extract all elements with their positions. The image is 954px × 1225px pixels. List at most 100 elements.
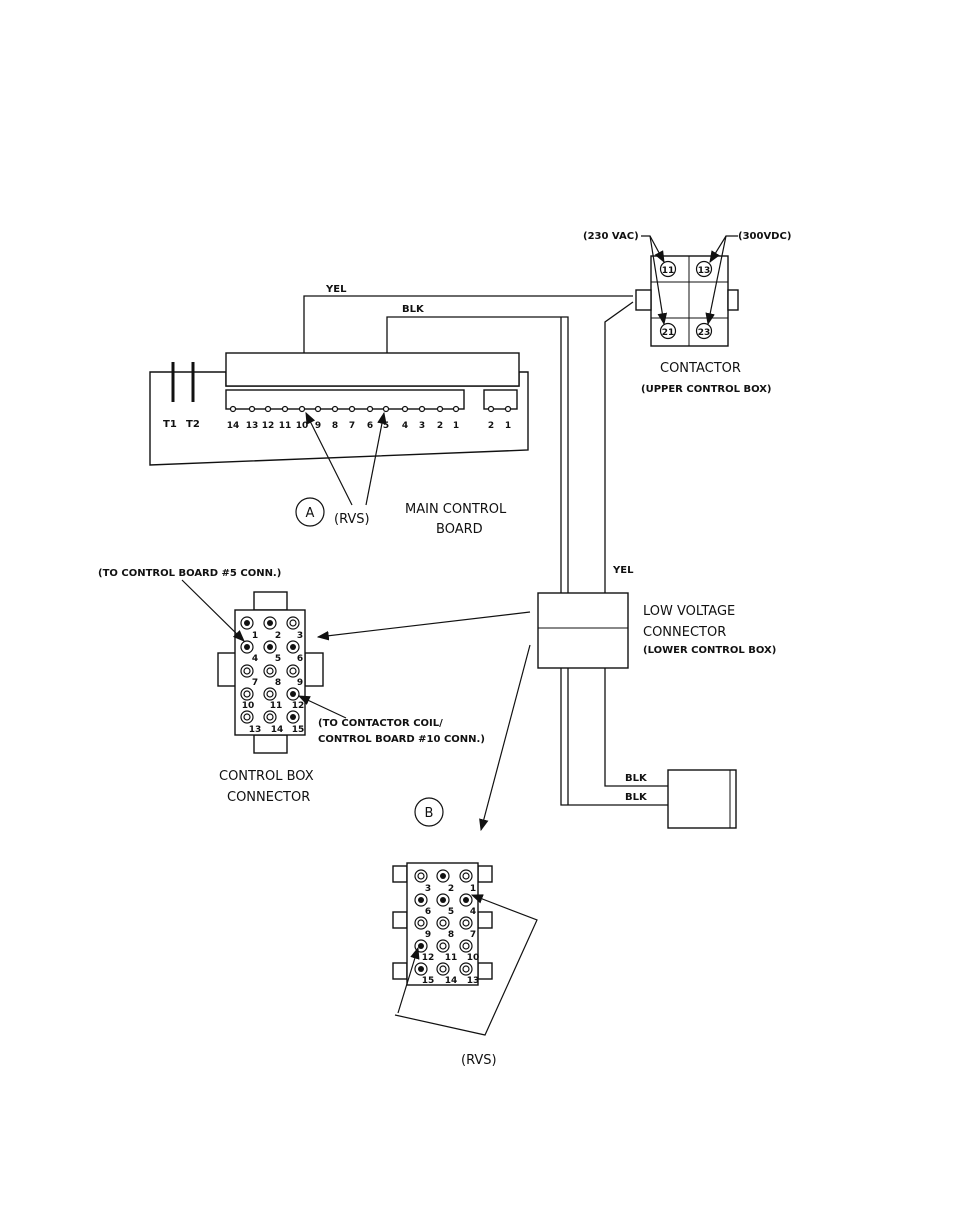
svg-text:10: 10 (467, 953, 480, 963)
svg-text:10: 10 (296, 421, 309, 431)
contactor-title: CONTACTOR (660, 361, 741, 376)
svg-text:10: 10 (242, 701, 255, 711)
svg-text:7: 7 (349, 421, 355, 431)
cb-pin-labels: 1 2 3 4 5 6 7 8 9 10 11 12 13 14 15 (242, 631, 305, 735)
control-box-title-2: CONNECTOR (227, 790, 310, 805)
svg-text:11: 11 (445, 953, 458, 963)
wire-label-blk-top: BLK (402, 304, 425, 315)
b-pin-labels: 3 2 1 6 5 4 9 8 7 12 11 10 15 14 13 (422, 884, 480, 986)
svg-text:2: 2 (437, 421, 443, 431)
cb-pins (240, 616, 300, 724)
svg-text:13: 13 (249, 725, 262, 735)
svg-text:12: 12 (262, 421, 275, 431)
contactor-right-tab (727, 289, 739, 311)
note-contactor-coil-2: CONTROL BOARD #10 CONN.) (318, 734, 485, 745)
b-pins (414, 869, 473, 976)
svg-text:1: 1 (453, 421, 459, 431)
board-pin-dots (229, 405, 512, 413)
svg-text:11: 11 (662, 266, 675, 276)
svg-text:7: 7 (252, 678, 258, 688)
svg-text:2: 2 (488, 421, 494, 431)
svg-text:8: 8 (275, 678, 281, 688)
contactor: 11 13 21 23 (635, 235, 739, 347)
wire-harness (303, 295, 668, 806)
svg-text:3: 3 (297, 631, 303, 641)
svg-text:3: 3 (425, 884, 431, 894)
svg-text:2: 2 (275, 631, 281, 641)
svg-text:6: 6 (367, 421, 373, 431)
note-contactor-coil-1: (TO CONTACTOR COIL/ (318, 718, 443, 729)
lv-title-2: CONNECTOR (643, 625, 726, 640)
svg-text:15: 15 (422, 976, 435, 986)
wire-blk-2 (560, 668, 668, 806)
contactor-terminal-23: 23 (695, 322, 713, 340)
svg-text:23: 23 (698, 328, 711, 338)
svg-text:6: 6 (425, 907, 431, 917)
connector-b: 3 2 1 6 5 4 9 8 7 12 11 10 15 14 13 (392, 862, 493, 986)
svg-text:6: 6 (297, 654, 303, 664)
svg-text:3: 3 (419, 421, 425, 431)
svg-text:12: 12 (422, 953, 435, 963)
svg-text:5: 5 (383, 421, 389, 431)
wire-label-blk-1: BLK (625, 773, 648, 784)
wire-yel-top (303, 295, 633, 353)
contactor-subtitle: (UPPER CONTROL BOX) (641, 384, 772, 395)
svg-text:9: 9 (315, 421, 321, 431)
svg-text:1: 1 (470, 884, 476, 894)
svg-text:8: 8 (332, 421, 338, 431)
label-230-vac: (230 VAC) (583, 231, 639, 242)
wire-blk-1 (604, 668, 668, 787)
rvs-label-a: (RVS) (334, 512, 370, 527)
contactor-terminal-21: 21 (659, 322, 677, 340)
control-box-title-1: CONTROL BOX (219, 769, 314, 784)
lv-title-1: LOW VOLTAGE (643, 604, 735, 619)
wire-blk-top (386, 316, 569, 593)
svg-text:13: 13 (467, 976, 480, 986)
board-top-connector (225, 352, 520, 387)
svg-text:1: 1 (505, 421, 511, 431)
note-to-control-board-5: (TO CONTROL BOARD #5 CONN.) (98, 568, 281, 579)
rvs-label-b: (RVS) (461, 1053, 497, 1068)
svg-text:14: 14 (227, 421, 240, 431)
wire-label-yel-top: YEL (325, 284, 347, 295)
board-pin-header-small (483, 389, 518, 410)
svg-text:13: 13 (698, 266, 711, 276)
svg-text:8: 8 (448, 930, 454, 940)
contactor-left-tab (635, 289, 652, 311)
svg-text:4: 4 (402, 421, 408, 431)
contactor-terminal-13: 13 (695, 260, 713, 278)
svg-text:2: 2 (448, 884, 454, 894)
svg-text:5: 5 (448, 907, 454, 917)
svg-text:4: 4 (470, 907, 476, 917)
svg-text:A: A (306, 506, 315, 521)
wire-label-blk-2: BLK (625, 792, 648, 803)
board-pin-labels: 14 13 12 11 10 9 8 7 6 5 4 3 2 1 2 1 (227, 421, 511, 431)
svg-text:15: 15 (292, 725, 305, 735)
svg-text:13: 13 (246, 421, 259, 431)
control-box-connector: 1 2 3 4 5 6 7 8 9 10 11 12 13 14 15 (217, 591, 324, 754)
svg-text:4: 4 (252, 654, 258, 664)
svg-text:12: 12 (292, 701, 305, 711)
svg-text:14: 14 (271, 725, 284, 735)
svg-text:9: 9 (297, 678, 303, 688)
main-control-board (149, 352, 529, 466)
svg-text:21: 21 (662, 328, 675, 338)
lv-subtitle: (LOWER CONTROL BOX) (643, 645, 776, 656)
svg-text:5: 5 (275, 654, 281, 664)
wire-label-yel-right: YEL (612, 565, 634, 576)
callout-b: B (414, 797, 444, 827)
svg-text:14: 14 (445, 976, 458, 986)
main-board-title-1: MAIN CONTROL (405, 502, 507, 517)
svg-text:11: 11 (279, 421, 292, 431)
svg-text:7: 7 (470, 930, 476, 940)
callout-a: A (295, 497, 325, 527)
svg-text:11: 11 (270, 701, 283, 711)
terminal-t2-label: T2 (186, 419, 200, 430)
svg-text:B: B (425, 806, 434, 821)
svg-text:9: 9 (425, 930, 431, 940)
terminal-t1-label: T1 (163, 419, 177, 430)
label-300-vdc: (300VDC) (738, 231, 791, 242)
foot-switch (667, 769, 737, 829)
contactor-terminal-11: 11 (659, 260, 677, 278)
